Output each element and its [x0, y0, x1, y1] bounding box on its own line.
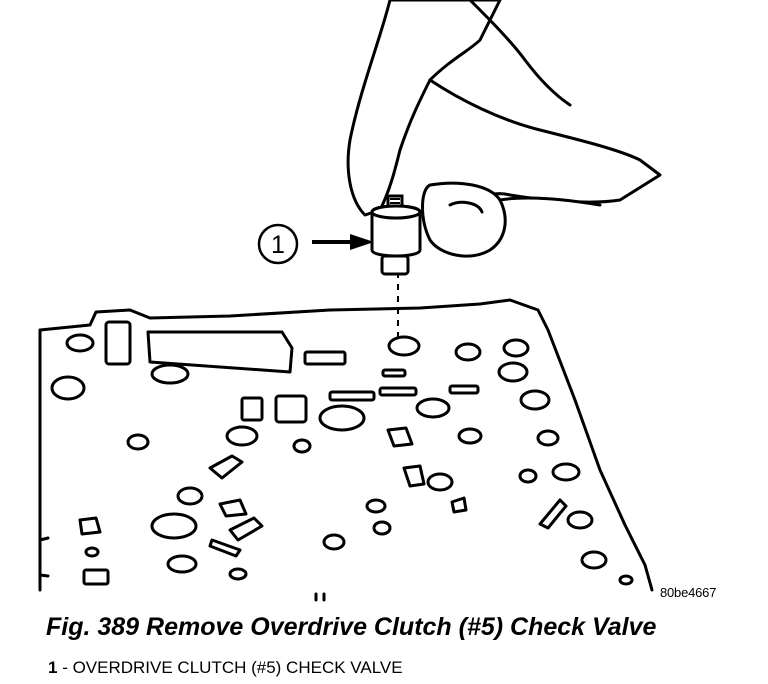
legend-separator: - [57, 658, 73, 677]
figure-caption: Fig. 389 Remove Overdrive Clutch (#5) Ch… [46, 613, 657, 641]
drawing-code: 80be4667 [660, 585, 717, 600]
legend-number: 1 [48, 658, 58, 677]
callout-circle [257, 223, 299, 265]
callout-number: 1 [271, 231, 285, 259]
callout: 1 [257, 223, 374, 265]
valve-body-illustration: 1 [38, 0, 662, 602]
hand-illustration [346, 0, 662, 258]
check-valve [370, 194, 422, 276]
legend-text: OVERDRIVE CLUTCH (#5) CHECK VALVE [72, 658, 403, 677]
legend-item: 1 - OVERDRIVE CLUTCH (#5) CHECK VALVE [48, 658, 403, 678]
callout-arrow-head [350, 234, 374, 250]
separator-plate [38, 298, 654, 592]
